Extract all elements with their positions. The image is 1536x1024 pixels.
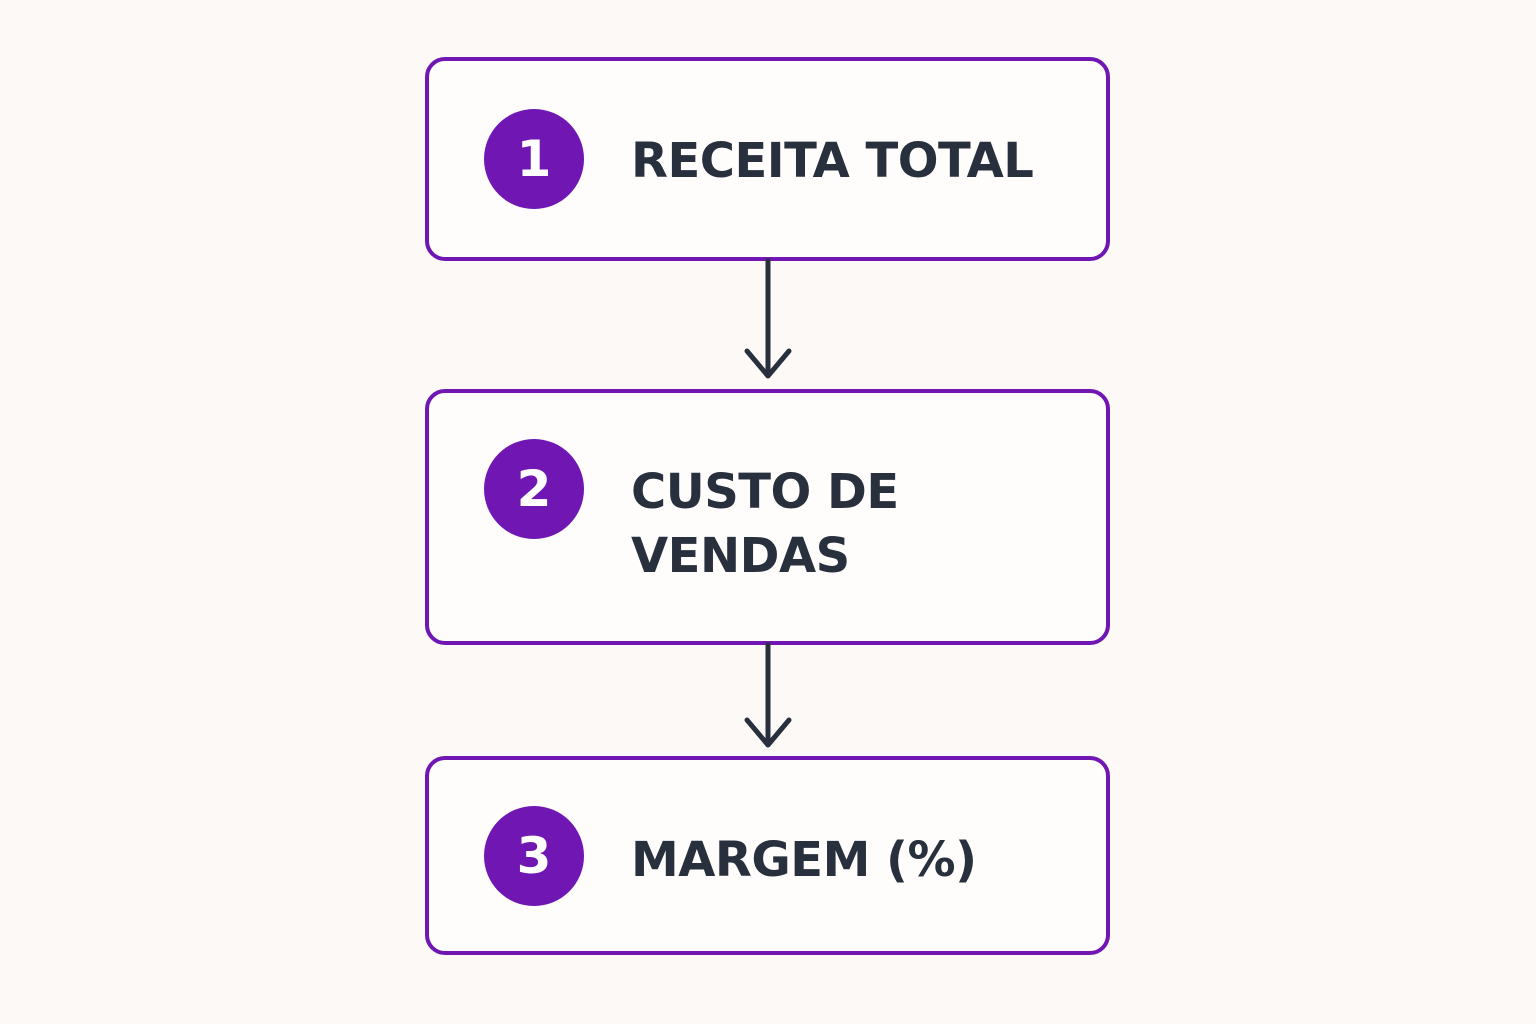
step-label: CUSTO DE VENDAS bbox=[631, 464, 899, 584]
step-box-custo-de-vendas: 2 CUSTO DE VENDAS bbox=[425, 389, 1110, 645]
step-box-margem: 3 MARGEM (%) bbox=[425, 756, 1110, 955]
step-number-badge: 2 bbox=[484, 439, 584, 539]
down-arrow-icon bbox=[744, 642, 792, 748]
down-arrow-icon bbox=[744, 258, 792, 379]
step-box-receita-total: 1 RECEITA TOTAL bbox=[425, 57, 1110, 261]
step-label: MARGEM (%) bbox=[631, 832, 977, 888]
step-number-badge: 3 bbox=[484, 806, 584, 906]
step-label: RECEITA TOTAL bbox=[631, 133, 1034, 189]
step-number-badge: 1 bbox=[484, 109, 584, 209]
